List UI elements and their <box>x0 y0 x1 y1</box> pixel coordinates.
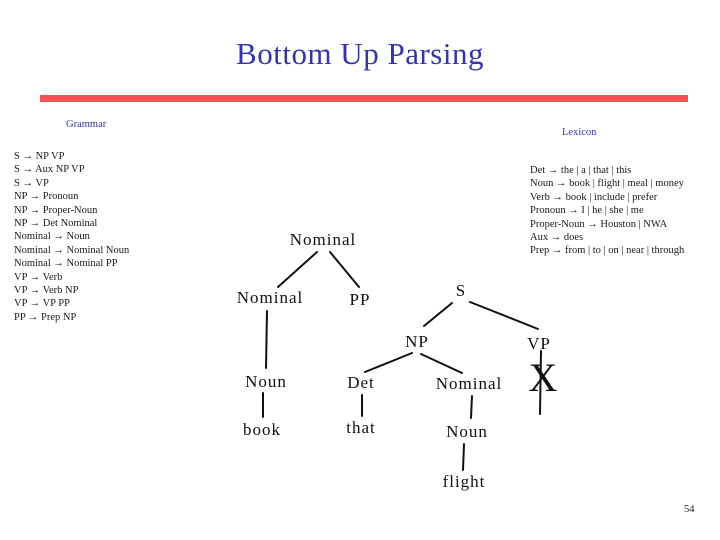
grammar-rule: VP → VP PP <box>14 298 70 310</box>
page-number: 54 <box>684 504 695 515</box>
grammar-rule: S → VP <box>14 177 49 189</box>
edge-nominalroot-pp <box>329 251 360 288</box>
tree-node-nominal-right: Nominal <box>435 374 503 393</box>
edge-np-nominalright <box>420 353 463 374</box>
rejected-x-mark: X <box>528 355 558 400</box>
grammar-rule: NP → Pronoun <box>14 191 79 203</box>
grammar-rule: Nominal → Nominal PP <box>14 258 118 270</box>
lexicon-rule: Aux → does <box>530 232 584 244</box>
grammar-rule: S → Aux NP VP <box>14 164 85 176</box>
tree-node-noun-left: Noun <box>245 372 287 391</box>
grammar-rule: Nominal → Noun <box>14 231 90 243</box>
lexicon-rule: Proper-Noun → Houston | NWA <box>530 218 668 230</box>
tree-leaf-flight: flight <box>442 472 486 491</box>
edge-nominalright-nounright <box>470 395 473 419</box>
tree-node-noun-right: Noun <box>446 422 488 441</box>
tree-node-vp: VP <box>527 334 551 353</box>
tree-node-np: NP <box>405 332 429 351</box>
edge-nominalleft-nounleft <box>265 310 268 369</box>
grammar-heading: Grammar <box>66 119 107 130</box>
grammar-rule-list: S → NP VP S → Aux NP VP S → VP NP → Pron… <box>14 150 129 324</box>
slide-title: Bottom Up Parsing <box>236 36 484 71</box>
edge-s-np <box>423 302 453 327</box>
grammar-rule: Nominal → Nominal Noun <box>14 244 130 256</box>
lexicon-rule: Prep → from | to | on | near | through <box>530 245 685 257</box>
edge-s-vp <box>469 301 539 330</box>
edge-nounright-flight <box>462 443 465 471</box>
title-accent-bar <box>40 95 688 102</box>
edge-nominalroot-nominalleft <box>277 251 318 288</box>
lexicon-rule: Det → the | a | that | this <box>530 165 632 176</box>
tree-node-s: S <box>455 281 467 300</box>
lexicon-rule: Pronoun → I | he | she | me <box>530 205 644 217</box>
tree-node-det: Det <box>347 373 375 392</box>
tree-leaf-book: book <box>243 420 281 439</box>
lexicon-rule: Verb → book | include | prefer <box>530 191 658 203</box>
lexicon-rule-list: Det → the | a | that | this Noun → book … <box>530 164 684 258</box>
lexicon-rule: Noun → book | flight | meal | money <box>530 178 684 190</box>
grammar-rule: PP → Prep NP <box>14 311 77 323</box>
tree-node-nominal-left: Nominal <box>236 288 304 307</box>
grammar-rule: S → NP VP <box>14 151 65 162</box>
grammar-rule: NP → Proper-Noun <box>14 204 98 216</box>
tree-leaf-that: that <box>346 418 376 437</box>
lexicon-heading: Lexicon <box>562 127 597 138</box>
edge-np-det <box>364 352 413 373</box>
tree-node-nominal-root: Nominal <box>289 230 357 249</box>
grammar-rule: VP → Verb NP <box>14 285 79 297</box>
grammar-rule: NP → Det Nominal <box>14 218 98 230</box>
tree-node-pp: PP <box>349 290 371 309</box>
grammar-rule: VP → Verb <box>14 271 63 283</box>
